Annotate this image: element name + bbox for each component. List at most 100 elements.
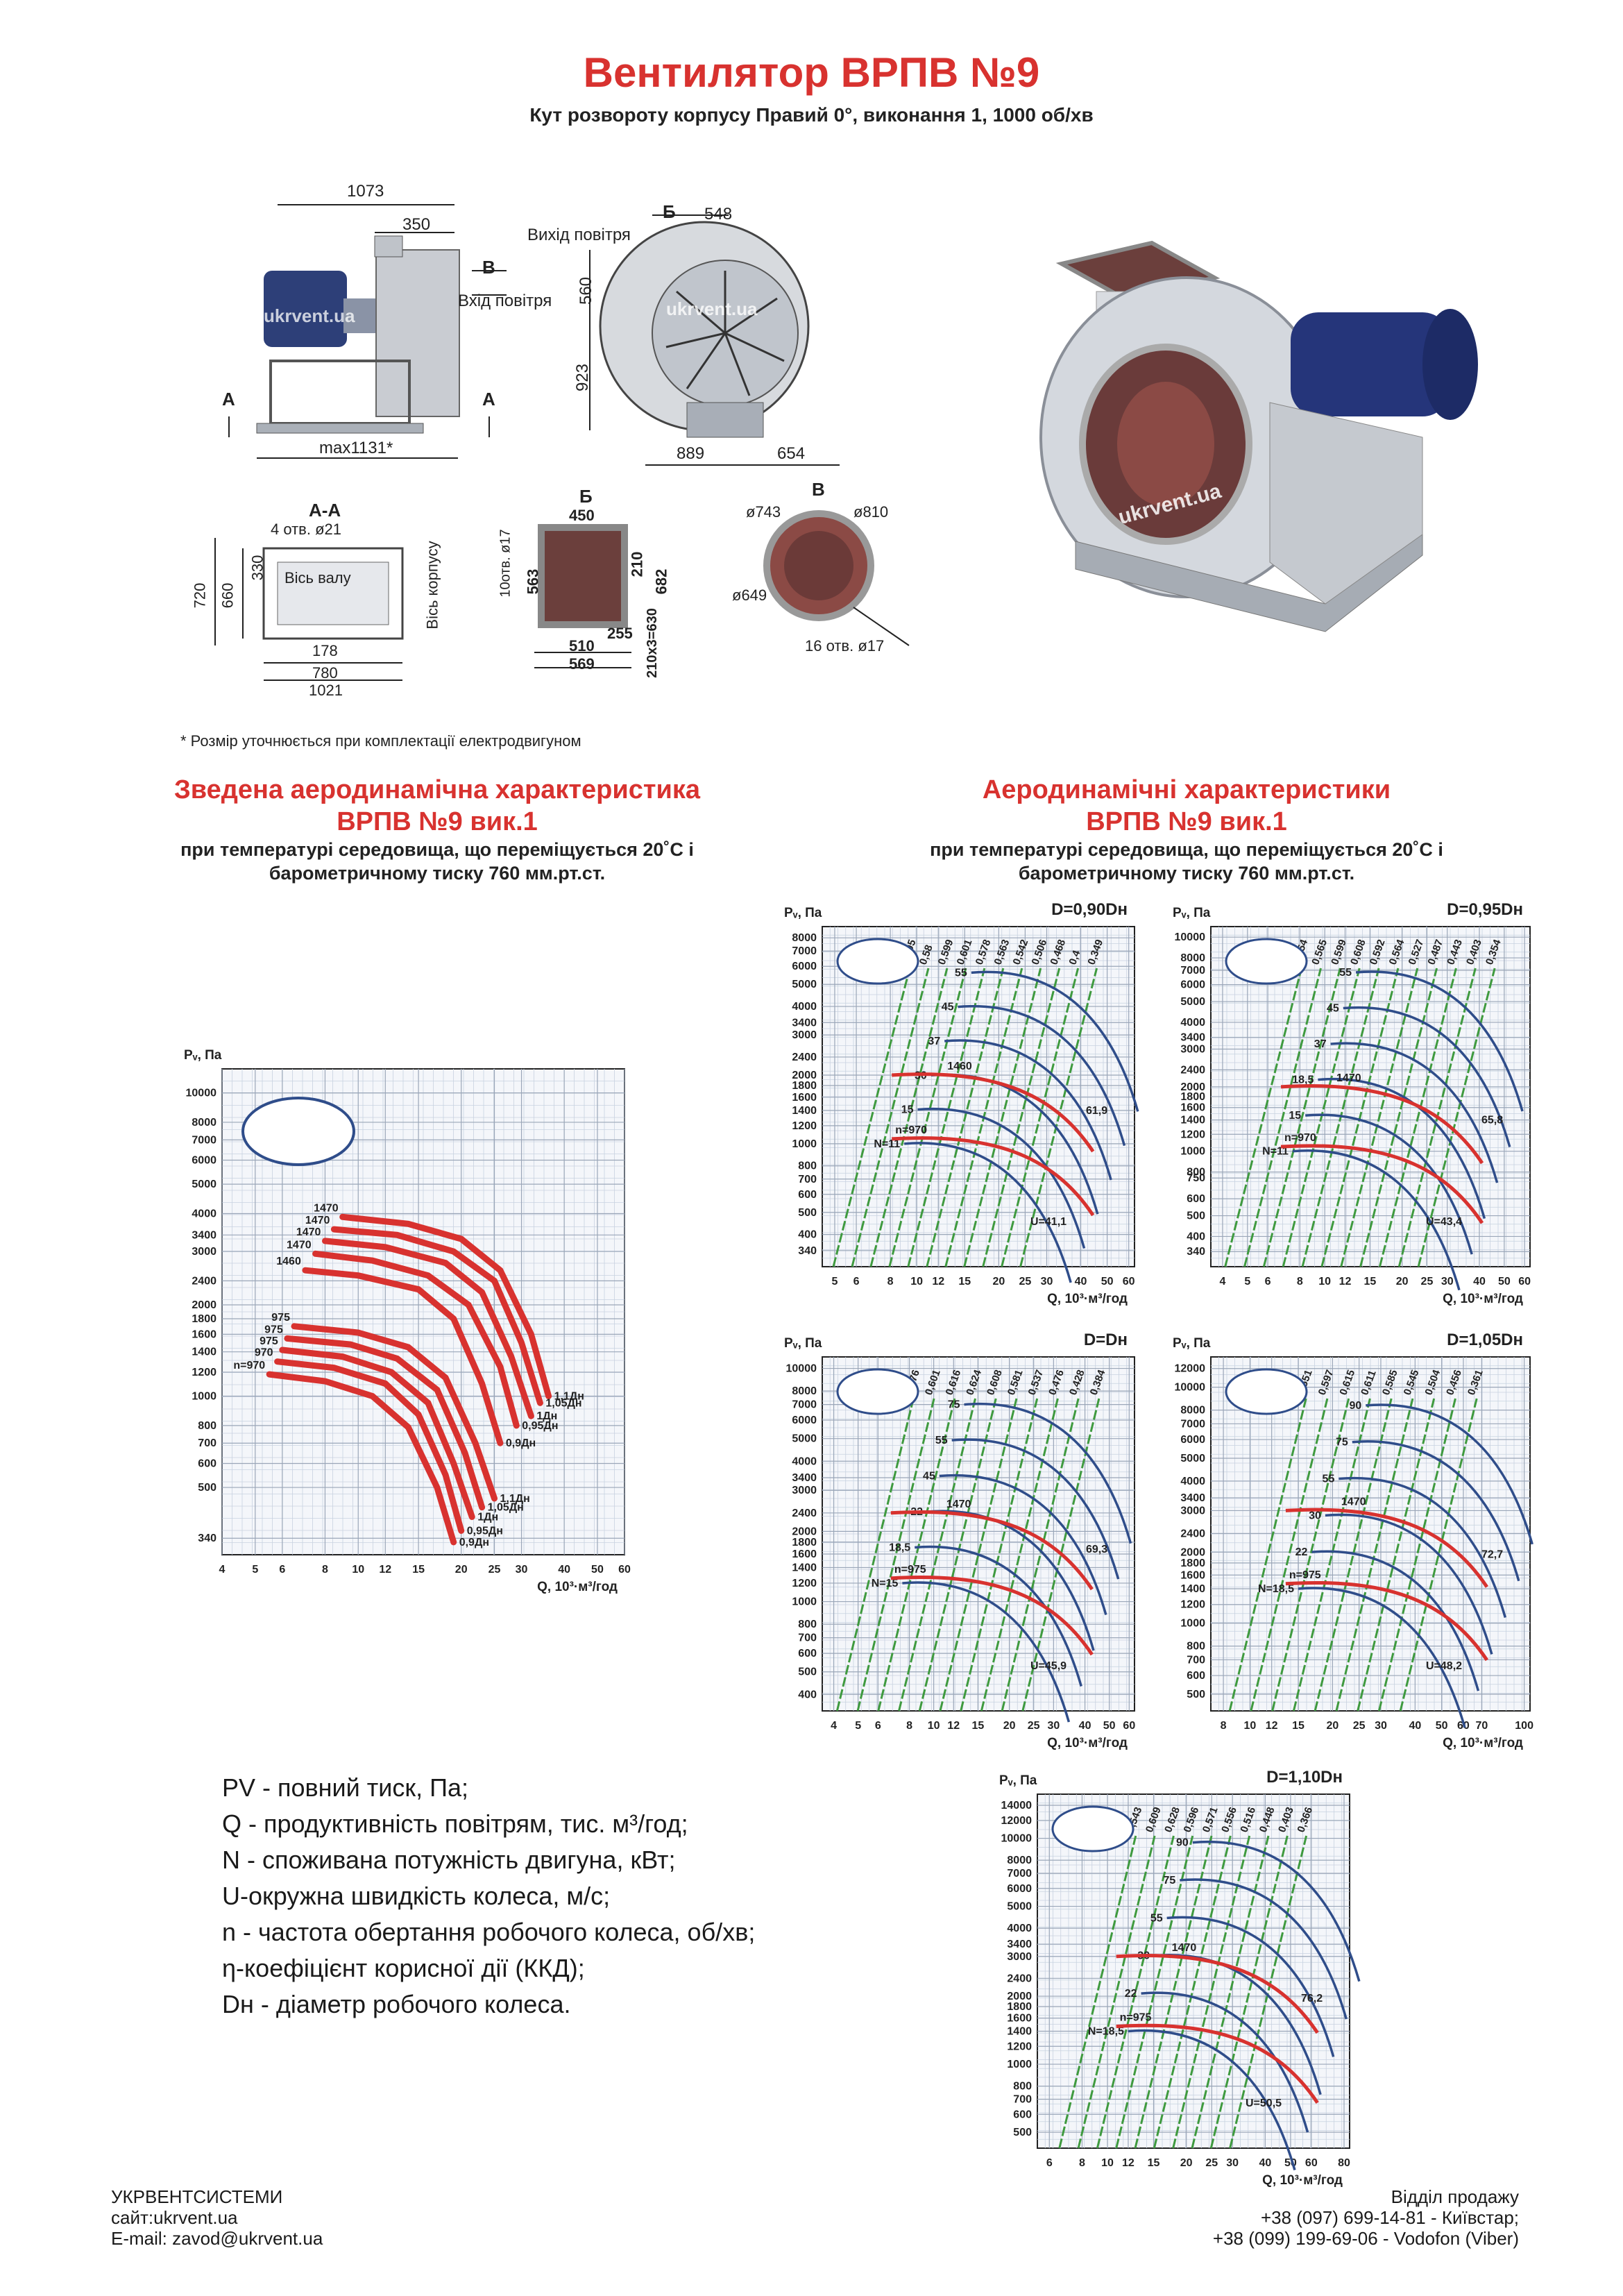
dim-255: 255	[607, 625, 633, 642]
logo-icon	[836, 938, 919, 985]
legend-item-dn: Dн - діаметр робочого колеса.	[222, 1986, 881, 2023]
y-tick-label: 1400	[192, 1347, 216, 1358]
power-label: N=18,5	[1088, 2025, 1124, 2037]
power-label: 30	[1309, 1510, 1321, 1521]
summary-sub-1: при температурі середовища, що переміщує…	[180, 839, 694, 860]
power-label: 55	[1150, 1912, 1163, 1924]
legend-item-pv: PV - повний тиск, Па;	[222, 1770, 881, 1806]
detail-sub-2: барометричному тиску 760 мм.рт.ст.	[1018, 863, 1355, 884]
series-name-label: 0,95Дн	[522, 1420, 558, 1432]
dim-510: 510	[569, 637, 595, 655]
x-tick-label: 30	[1047, 1720, 1060, 1732]
x-tick-label: 8	[906, 1720, 912, 1732]
x-tick-label: 12	[947, 1720, 960, 1732]
rpm-label: n=975	[894, 1564, 926, 1576]
efficiency-line	[1019, 968, 1098, 1267]
y-tick-label: 8000	[1007, 1855, 1032, 1866]
y-tick-label: 6000	[792, 1415, 817, 1426]
x-tick-label: 80	[1338, 2157, 1350, 2169]
label-a-right: А	[482, 389, 495, 410]
efficiency-line	[1153, 1835, 1232, 2149]
x-tick-label: 25	[1205, 2157, 1218, 2169]
series-n-label: 975	[264, 1324, 283, 1335]
efficiency-line	[1359, 968, 1438, 1267]
front-view-sketch	[228, 204, 507, 459]
power-curve	[902, 1581, 1071, 1723]
y-tick-label: 7000	[792, 945, 817, 957]
dim-548: 548	[704, 205, 733, 223]
detail-title-2: ВРПВ №9 вик.1	[1086, 807, 1287, 836]
y-tick-label: 1600	[792, 1092, 817, 1104]
footer-site[interactable]: сайт:ukrvent.ua	[111, 2207, 238, 2228]
legend-sym: Dн	[222, 1990, 254, 2018]
x-tick-label: 50	[1103, 1720, 1116, 1732]
series-line	[312, 1250, 520, 1429]
y-tick-label: 3000	[792, 1029, 817, 1041]
y-tick-label: 1600	[1180, 1569, 1205, 1581]
logo-icon	[241, 1097, 355, 1166]
efficiency-line	[1417, 968, 1496, 1267]
x-tick-label: 8	[1297, 1276, 1303, 1288]
series-n-label: 975	[271, 1312, 290, 1324]
y-tick-label: 3400	[1180, 1492, 1205, 1504]
x-tick-label: 30	[1375, 1720, 1387, 1732]
power-curve	[1311, 1550, 1480, 1691]
view-b-sketch	[534, 524, 631, 668]
x-tick-label: 4	[1219, 1276, 1225, 1288]
x-tick-label: 25	[1028, 1720, 1040, 1732]
rpm-label: 1460	[947, 1061, 972, 1072]
label-shaft-axis: Вісь валу	[284, 569, 351, 586]
y-tick-label: 4000	[1180, 1476, 1205, 1487]
series-line	[274, 1358, 465, 1534]
y-tick-label: 1600	[192, 1328, 216, 1340]
series-name-label: 1Дн	[477, 1511, 498, 1523]
y-tick-label: 600	[1013, 2109, 1032, 2120]
rpm-curve	[890, 1576, 1094, 1656]
y-tick-label: 500	[198, 1482, 216, 1494]
label-b: Б	[663, 201, 676, 222]
y-tick-label: 1200	[1007, 2041, 1032, 2052]
y-axis-label: Pᵥ, Па	[184, 1048, 222, 1063]
power-curve	[1352, 1440, 1520, 1582]
y-tick-label: 800	[798, 1619, 817, 1630]
b-holes: 10отв. ø17	[498, 529, 513, 598]
fan-render-image	[1039, 240, 1478, 632]
power-label: 18,5	[1292, 1074, 1314, 1086]
x-axis-label: Q, 10³·м³/год	[1443, 1736, 1523, 1750]
rpm-label: 1470	[1336, 1072, 1361, 1084]
efficiency-line	[1301, 968, 1380, 1267]
y-tick-label: 6000	[1180, 1434, 1205, 1446]
y-tick-label: 7000	[1180, 1418, 1205, 1430]
footer-phone-2[interactable]: +38 (099) 199-69-06 - Vodofon (Viber)	[1212, 2228, 1519, 2249]
x-tick-label: 50	[1498, 1276, 1511, 1288]
drawing-view-v: В ø743 ø810 ø649 16 отв. ø17	[722, 479, 944, 666]
chart-title: D=0,95Dн	[1447, 900, 1523, 919]
y-tick-label: 1800	[1007, 2001, 1032, 2013]
legend-item-q: Q - продуктивність повітрям, тис. м³/год…	[222, 1806, 881, 1842]
x-tick-label: 4	[831, 1720, 837, 1732]
efficiency-line	[1399, 1398, 1478, 1712]
series-n-label: 975	[260, 1335, 278, 1347]
footer-email[interactable]: E-mail: zavod@ukrvent.ua	[111, 2228, 323, 2249]
legend-sym: U	[222, 1882, 240, 1910]
power-label: 55	[935, 1435, 948, 1446]
side-view-sketch	[589, 214, 840, 466]
x-axis-label: Q, 10³·м³/год	[1047, 1736, 1128, 1750]
legend-sym: Q	[222, 1809, 242, 1838]
y-tick-label: 1000	[792, 1138, 817, 1150]
summary-title-2: ВРПВ №9 вик.1	[337, 807, 538, 836]
series-line	[284, 1335, 486, 1511]
power-curve	[958, 1005, 1126, 1147]
y-tick-label: 1200	[1180, 1599, 1205, 1611]
label-a-left: А	[222, 389, 235, 410]
efficiency-line	[1172, 1835, 1251, 2149]
y-tick-label: 6000	[1007, 1883, 1032, 1895]
power-label: 90	[1176, 1837, 1189, 1849]
x-tick-label: 12	[932, 1276, 944, 1288]
end-label: U=43,4	[1426, 1216, 1462, 1228]
footer-phone-1[interactable]: +38 (097) 699-14-81 - Київстар;	[1260, 2207, 1519, 2228]
x-tick-label: 60	[618, 1564, 631, 1576]
y-tick-label: 4000	[792, 1455, 817, 1467]
y-tick-label: 1600	[1007, 2013, 1032, 2025]
